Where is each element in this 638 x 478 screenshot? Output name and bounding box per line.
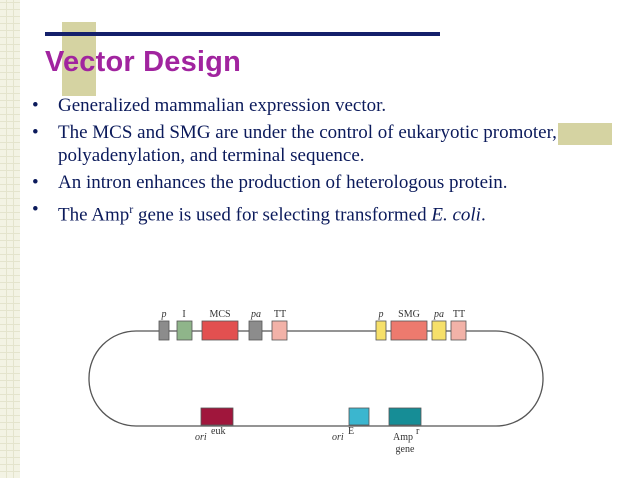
bullet-dot: •: [32, 199, 39, 220]
bullet-dot: •: [32, 95, 39, 116]
label-ori-e: ori: [332, 432, 344, 443]
amp-box: [388, 407, 422, 426]
label-ori-euk-sup: euk: [211, 426, 225, 437]
pa-box-2: [431, 320, 447, 341]
label-amp: Amp: [393, 432, 413, 443]
bullet-item: • An intron enhances the production of h…: [28, 171, 628, 194]
slide-title: Vector Design: [45, 46, 241, 78]
label-p: p: [161, 309, 167, 320]
bullet-dot: •: [32, 172, 39, 193]
smg-box: [390, 320, 428, 341]
bullet-text-post: .: [480, 204, 486, 226]
promoter-box-2: [375, 320, 387, 341]
promoter-box: [158, 320, 170, 341]
label-mcs: MCS: [209, 309, 230, 320]
bullet-text: An intron enhances the production of het…: [58, 172, 508, 193]
bullet-dot: •: [32, 122, 39, 143]
intron-box: [176, 320, 193, 341]
bullet-text-ecoli: E. coli: [431, 204, 481, 226]
decorative-rect-right: [558, 123, 612, 145]
tt-box-2: [450, 320, 467, 341]
bullet-text-amp-sup: r: [129, 202, 134, 216]
label-amp-sup: r: [416, 426, 420, 437]
bullet-list: • Generalized mammalian expression vecto…: [28, 94, 628, 230]
label-intron: I: [182, 309, 185, 320]
ori-euk-box: [200, 407, 234, 426]
decorative-line: [45, 32, 440, 36]
bullet-item: • The MCS and SMG are under the control …: [28, 121, 628, 167]
bullet-item: • Generalized mammalian expression vecto…: [28, 94, 628, 117]
label-pa: pa: [250, 309, 261, 320]
bullet-text-amp: The Amp: [58, 204, 130, 226]
left-decorative-stripe: [0, 0, 20, 478]
mcs-box: [201, 320, 239, 341]
label-gene: gene: [396, 444, 415, 455]
label-smg: SMG: [398, 309, 420, 320]
label-tt-2: TT: [453, 309, 465, 320]
bullet-text: The MCS and SMG are under the control of…: [58, 122, 557, 166]
ori-e-box: [348, 407, 370, 426]
label-tt: TT: [274, 309, 286, 320]
tt-box: [271, 320, 288, 341]
label-ori-e-sup: E: [348, 426, 354, 437]
label-p-2: p: [378, 309, 384, 320]
label-pa-2: pa: [433, 309, 444, 320]
label-ori-euk: ori: [195, 432, 207, 443]
bullet-item: • The Ampr gene is used for selecting tr…: [28, 198, 628, 226]
pa-box: [248, 320, 263, 341]
plasmid-loop: [88, 330, 544, 427]
bullet-text-mid: gene is used for selecting transformed: [133, 204, 432, 226]
bullet-text: Generalized mammalian expression vector.: [58, 95, 387, 116]
